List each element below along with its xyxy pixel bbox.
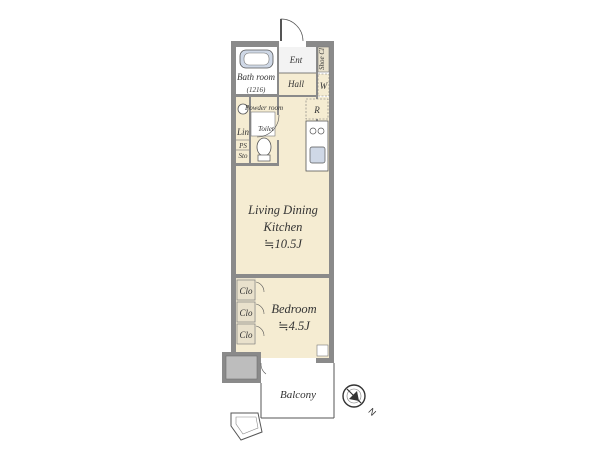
closet-2 [236,301,256,323]
balcony-door-swing [260,362,267,375]
closet-1 [236,279,256,301]
front-door [280,19,282,41]
ldk-label-line1: Living Dining [247,203,318,217]
shoe-closet [317,46,330,73]
toilet-label: Toilet [258,125,275,133]
ldk-size-label: ≒10.5J [264,237,303,251]
closet-3-label: Clo [239,330,253,340]
wardrobe [317,73,330,97]
stove-burner [309,127,317,135]
toilet-bowl [256,137,272,157]
stove-burner [317,127,325,135]
washbasin [237,103,249,115]
bedroom-size-label: ≒4.5J [278,319,311,333]
bathroom-size-label: (1216) [247,86,266,94]
shoe-closet-label: Shoe Cl [318,48,326,70]
closet-3 [236,323,256,345]
bathroom-label: Bath room [237,72,275,82]
ps-label: PS [238,142,247,150]
toilet-tank [257,154,271,162]
storage-label: Sto [239,152,248,160]
kitchen-sink [309,146,326,164]
kitchen-counter [305,120,329,172]
balcony-label: Balcony [280,389,316,401]
bedroom-label: Bedroom [271,302,316,316]
closet-1-label: Clo [239,286,253,296]
entrance-label: Ent [289,55,303,65]
outdoor-unit-inner [225,355,258,380]
hall-floor [279,73,317,95]
hall-label: Hall [287,79,305,89]
ldk-label-line2: Kitchen [263,220,303,234]
balcony-wing-inner [235,416,259,435]
front-door-swing [280,18,304,42]
compass-icon [342,384,366,408]
compass-north-label: N [366,406,378,418]
closet-door-swing [255,281,265,337]
entrance-floor [279,47,317,73]
powder-room-label: Powder room [244,104,283,112]
refrigerator-label: R [313,105,320,115]
balcony-railing [260,363,335,419]
aircon-unit [316,344,329,357]
balcony-wing [230,412,263,441]
bathtub-inner [243,52,270,66]
balcony-floor [261,363,334,413]
refrigerator-space [305,98,329,120]
wardrobe-label: W [320,81,329,91]
linen-label: Lin [236,127,250,137]
vanity [250,111,276,137]
closet-2-label: Clo [239,308,253,318]
powder-room-door [256,114,280,138]
